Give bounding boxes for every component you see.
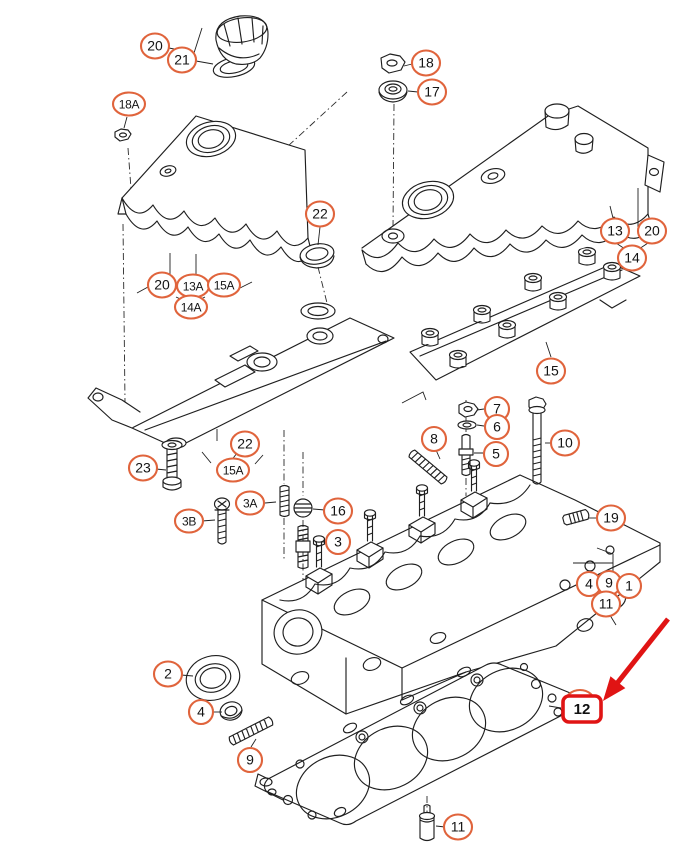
svg-text:20: 20 — [644, 223, 660, 239]
callout-20[interactable]: 20 — [139, 32, 171, 60]
stud-9 — [228, 716, 274, 746]
nut-7 — [458, 401, 479, 418]
baffle-plate — [87, 302, 395, 449]
svg-text:4: 4 — [585, 576, 593, 592]
highlight-label: 12 — [574, 701, 591, 718]
callout-20[interactable]: 20 — [636, 217, 668, 245]
svg-text:13: 13 — [607, 223, 623, 239]
callout-15a[interactable]: 15A — [206, 272, 242, 298]
valve-cover-left — [117, 115, 313, 263]
svg-text:14: 14 — [624, 250, 640, 266]
svg-text:22: 22 — [237, 436, 253, 452]
callout-16[interactable]: 16 — [322, 497, 354, 525]
callout-18a[interactable]: 18A — [111, 91, 147, 117]
svg-text:7: 7 — [493, 401, 501, 417]
svg-text:16: 16 — [330, 503, 346, 519]
svg-text:23: 23 — [135, 460, 151, 476]
svg-text:3A: 3A — [243, 497, 257, 511]
callout-22[interactable]: 22 — [229, 430, 261, 458]
plug-19 — [562, 509, 590, 526]
callout-18[interactable]: 18 — [410, 49, 442, 77]
callout-13[interactable]: 13 — [599, 217, 631, 245]
oil-filler-cap — [212, 15, 269, 78]
callout-4[interactable]: 4 — [575, 570, 603, 598]
svg-text:15A: 15A — [214, 279, 235, 293]
svg-text:13A: 13A — [183, 280, 204, 294]
highlight-item-12[interactable]: 12 — [561, 688, 603, 724]
nut-18 — [380, 53, 406, 74]
bolt-10 — [528, 396, 547, 485]
svg-text:18: 18 — [418, 55, 434, 71]
stud-8 — [408, 449, 448, 485]
svg-text:10: 10 — [557, 435, 573, 451]
svg-text:3: 3 — [334, 534, 342, 550]
svg-text:15: 15 — [543, 363, 559, 379]
callout-11[interactable]: 11 — [590, 590, 622, 618]
callout-3[interactable]: 3 — [324, 528, 352, 556]
callout-4[interactable]: 4 — [187, 698, 215, 726]
bolt-3b — [213, 497, 231, 545]
stud-3a — [279, 484, 290, 518]
callout-11[interactable]: 11 — [442, 813, 474, 841]
svg-text:17: 17 — [424, 84, 440, 100]
stud-5 — [458, 433, 474, 477]
svg-text:3B: 3B — [182, 515, 196, 529]
bolt-23 — [161, 439, 183, 491]
svg-text:9: 9 — [605, 575, 613, 591]
callout-13a[interactable]: 13A — [175, 273, 211, 299]
svg-text:5: 5 — [492, 446, 500, 462]
valve-cover-right — [361, 103, 665, 273]
callout-1[interactable]: 1 — [615, 572, 643, 600]
svg-text:9: 9 — [246, 752, 254, 768]
svg-text:2: 2 — [164, 666, 172, 682]
washer-6 — [457, 420, 477, 430]
callout-22[interactable]: 22 — [304, 200, 336, 228]
callout-14[interactable]: 14 — [616, 244, 648, 272]
callout-23[interactable]: 23 — [127, 454, 159, 482]
head-gasket — [254, 662, 583, 826]
ball-stud-16 — [293, 498, 313, 518]
callout-2[interactable]: 2 — [152, 660, 184, 688]
callout-3b[interactable]: 3B — [173, 508, 205, 534]
callout-3a[interactable]: 3A — [234, 490, 266, 516]
seal-22 — [299, 243, 335, 269]
svg-text:14A: 14A — [181, 301, 202, 315]
callout-6[interactable]: 6 — [483, 413, 511, 441]
callout-10[interactable]: 10 — [549, 429, 581, 457]
svg-text:18A: 18A — [119, 98, 140, 112]
dowel-11 — [418, 804, 436, 842]
callout-15a[interactable]: 15A — [215, 457, 251, 483]
svg-text:20: 20 — [154, 277, 170, 293]
callout-14a[interactable]: 14A — [173, 294, 209, 320]
nut-18a — [114, 128, 132, 142]
svg-text:11: 11 — [451, 819, 466, 835]
seal-4 — [219, 701, 243, 721]
red-arrow — [603, 617, 670, 701]
svg-text:21: 21 — [174, 52, 190, 68]
callout-19[interactable]: 19 — [595, 504, 627, 532]
callout-15[interactable]: 15 — [535, 357, 567, 385]
callout-17[interactable]: 17 — [416, 78, 448, 106]
svg-text:1: 1 — [625, 578, 633, 594]
callout-20[interactable]: 20 — [146, 271, 178, 299]
svg-text:11: 11 — [599, 596, 614, 612]
callout-9[interactable]: 9 — [236, 746, 264, 774]
stud-3 — [295, 524, 311, 570]
callout-21[interactable]: 21 — [166, 46, 198, 74]
gasket-rail — [409, 246, 641, 381]
callout-5[interactable]: 5 — [482, 440, 510, 468]
svg-text:8: 8 — [430, 431, 438, 447]
seal-17 — [378, 80, 408, 103]
svg-text:20: 20 — [147, 38, 163, 54]
svg-text:4: 4 — [197, 704, 205, 720]
callout-8[interactable]: 8 — [420, 425, 448, 453]
seal-2 — [185, 655, 241, 701]
svg-text:19: 19 — [603, 510, 619, 526]
svg-text:6: 6 — [493, 419, 501, 435]
svg-text:15A: 15A — [223, 464, 244, 478]
svg-text:22: 22 — [312, 206, 328, 222]
